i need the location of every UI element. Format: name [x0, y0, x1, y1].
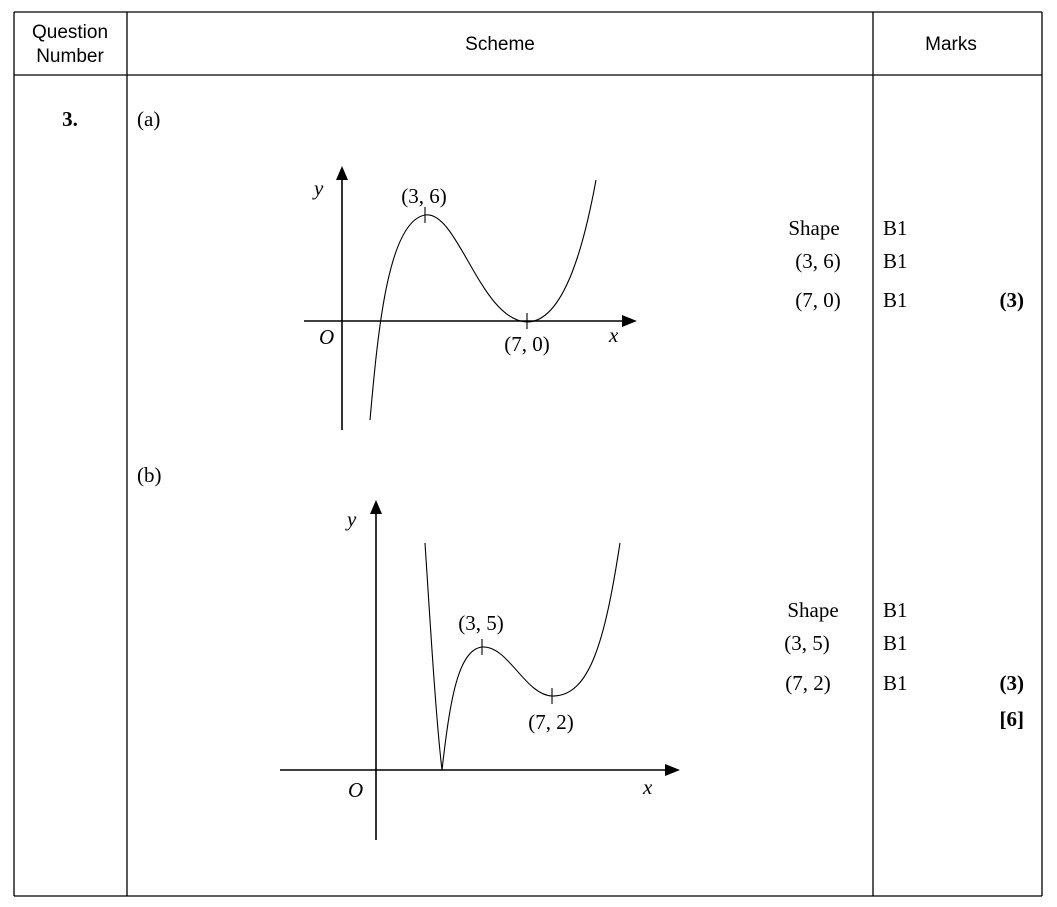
part-a-mark-min-point: B1: [883, 288, 908, 312]
part-a-mark-max-point: B1: [883, 249, 908, 273]
table-grid: [13, 11, 1043, 897]
part-b-subtotal: (3): [1000, 671, 1025, 695]
part-b-max-point-label: (3, 5): [458, 611, 504, 635]
header-marks: Marks: [925, 34, 977, 55]
part-b-curve: [424, 542, 621, 771]
part-a-curve: [369, 179, 597, 421]
part-a-criterion-min-point: (7, 0): [795, 288, 841, 312]
part-b-mark-max-point: B1: [883, 631, 908, 655]
question-total: [6]: [1000, 707, 1025, 731]
part-a-label: (a): [137, 107, 160, 131]
part-a-subtotal: (3): [1000, 288, 1025, 312]
part-a-y-arrowhead: [336, 166, 348, 180]
part-b-y-label: y: [345, 507, 357, 531]
part-b-criterion-shape: Shape: [787, 598, 838, 622]
part-a-min-point-label: (7, 0): [504, 332, 550, 356]
part-b-x-label: x: [642, 775, 653, 799]
part-b-y-arrowhead: [370, 500, 382, 514]
header-question-number-line2: Number: [36, 46, 104, 67]
header-scheme: Scheme: [465, 34, 535, 55]
part-a-x-arrowhead: [622, 315, 637, 327]
part-a-x-label: x: [608, 323, 619, 347]
header-question-number-line1: Question: [32, 22, 108, 43]
part-a-mark-shape: B1: [883, 216, 908, 240]
part-a-criterion-shape: Shape: [788, 216, 839, 240]
question-number: 3.: [62, 107, 78, 131]
part-a-y-label: y: [312, 176, 324, 200]
part-a-criterion-max-point: (3, 6): [795, 249, 841, 273]
part-b-criterion-min-point: (7, 2): [785, 671, 831, 695]
part-b-criterion-max-point: (3, 5): [784, 631, 830, 655]
part-b-mark-shape: B1: [883, 598, 908, 622]
part-b-graph: y x O (3, 5) (7, 2): [280, 500, 680, 840]
part-a-max-point-label: (3, 6): [401, 184, 447, 208]
part-a-graph: y x O (3, 6) (7, 0): [304, 166, 637, 430]
part-b-mark-min-point: B1: [883, 671, 908, 695]
part-b-min-point-label: (7, 2): [528, 710, 574, 734]
part-b-label: (b): [137, 463, 162, 487]
part-b-x-arrowhead: [665, 764, 680, 776]
part-b-origin-label: O: [348, 778, 363, 802]
part-a-origin-label: O: [319, 325, 334, 349]
